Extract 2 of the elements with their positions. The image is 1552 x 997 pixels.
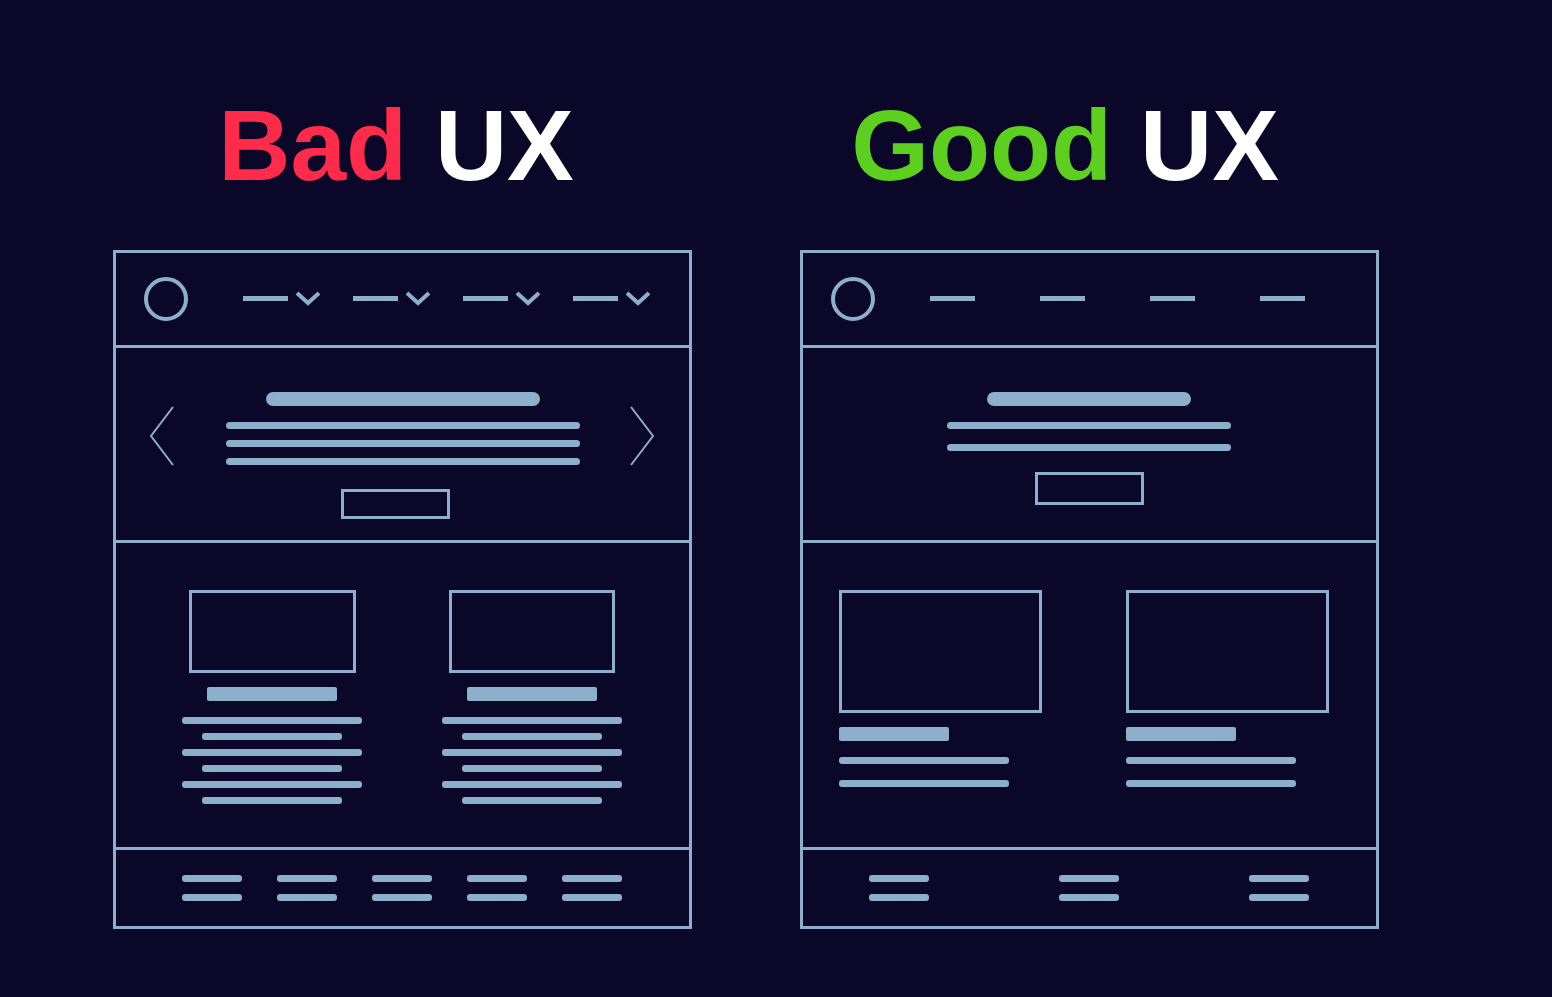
heading: Bad UX — [218, 95, 574, 195]
heading: Good UX — [851, 95, 1279, 195]
